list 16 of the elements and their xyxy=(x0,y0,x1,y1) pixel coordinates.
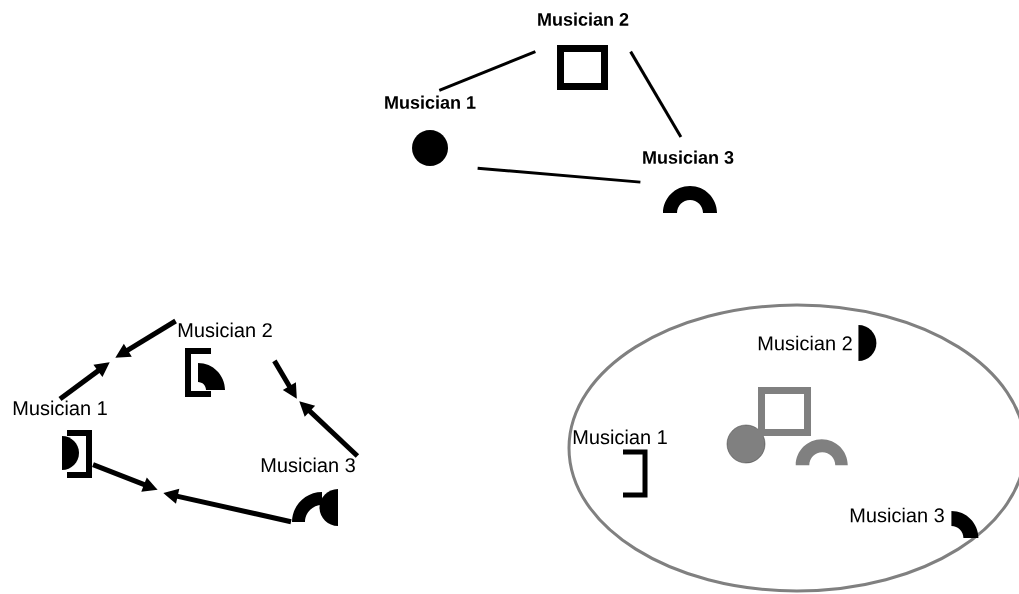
musician-label: Musician 3 xyxy=(850,507,944,523)
connector-line xyxy=(438,50,536,92)
musician-label: Musician 2 xyxy=(758,335,852,351)
circle-symbol xyxy=(726,424,766,464)
musician-label: Musician 1 xyxy=(385,95,476,109)
musician-label: Musician 3 xyxy=(643,150,734,164)
connector-line xyxy=(477,166,641,184)
connector-line xyxy=(629,50,683,138)
musician-label: Musician 1 xyxy=(13,400,107,416)
square-symbol xyxy=(758,387,811,436)
ellipse-outline xyxy=(567,303,1019,593)
musician-label: Musician 2 xyxy=(178,322,272,338)
musician-label: Musician 2 xyxy=(538,12,629,26)
musician-label: Musician 1 xyxy=(573,429,667,445)
musician-label: Musician 3 xyxy=(261,457,355,473)
arch-symbol xyxy=(795,439,848,466)
